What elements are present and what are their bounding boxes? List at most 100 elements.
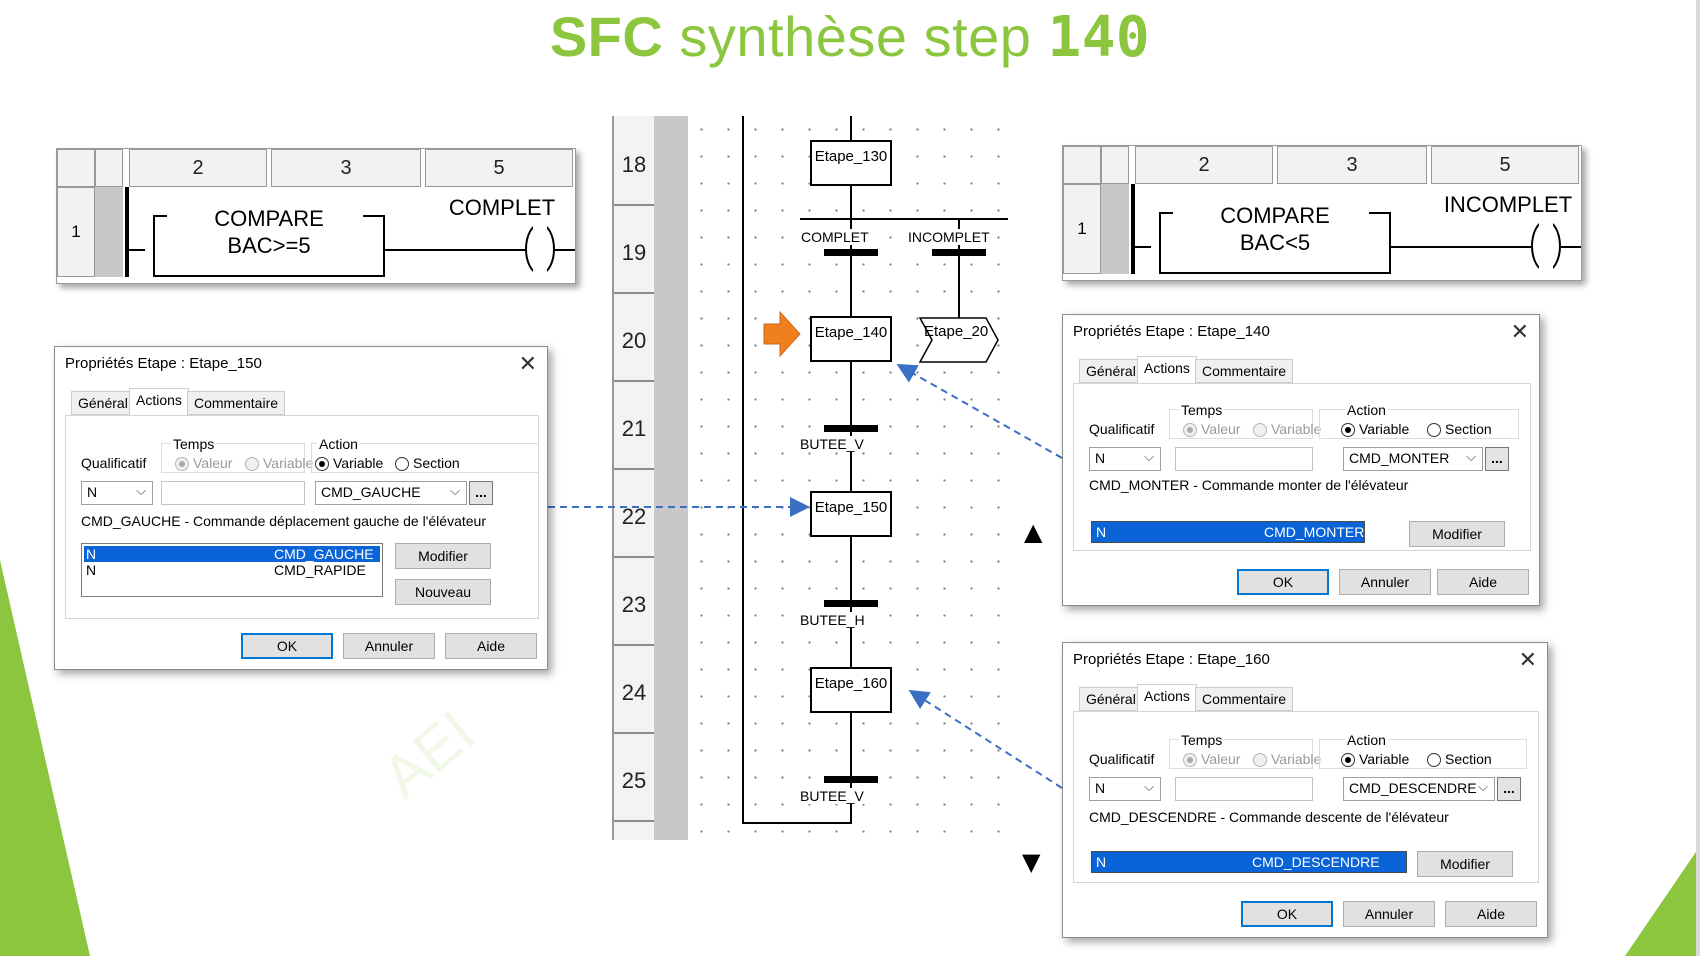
radio-action-variable[interactable]: [1341, 423, 1355, 437]
radio-valeur-label: Valeur: [193, 455, 233, 471]
tab-actions[interactable]: Actions: [1137, 684, 1197, 711]
sfc-step[interactable]: Etape_130: [810, 140, 892, 186]
ladder-column-header: 5: [425, 149, 573, 187]
tab-actions[interactable]: Actions: [1137, 356, 1197, 383]
list-item-qualifier: N: [86, 562, 97, 578]
tab-actions[interactable]: Actions: [129, 388, 189, 415]
list-item-variable: CMD_RAPIDE: [274, 562, 366, 578]
browse-button[interactable]: ...: [469, 481, 493, 505]
annuler-button[interactable]: Annuler: [1343, 901, 1435, 927]
action-description: CMD_DESCENDRE - Commande descente de l'é…: [1089, 809, 1449, 825]
sfc-transition-bar[interactable]: [932, 249, 986, 256]
radio-valeur-label: Valeur: [1201, 751, 1241, 767]
ladder-compare-incomplet: 2 3 5 1 COMPARE BAC<5 INCOMPLET: [1062, 145, 1582, 281]
radio-action-section[interactable]: [1427, 753, 1441, 767]
ladder-header-blank: [1101, 146, 1129, 184]
sfc-step[interactable]: Etape_160: [810, 667, 892, 713]
qualificatif-select[interactable]: N⌵: [81, 481, 153, 505]
tab-general[interactable]: Général: [1079, 687, 1143, 711]
compare-expression: BAC>=5: [227, 233, 311, 258]
chevron-down-icon: ⌵: [450, 483, 460, 498]
sfc-transition-bar[interactable]: [824, 776, 878, 783]
radio-temps-variable-label: Variable: [263, 455, 314, 471]
qualificatif-select[interactable]: N⌵: [1089, 777, 1161, 801]
qualificatif-select[interactable]: N⌵: [1089, 447, 1161, 471]
action-group: [1319, 409, 1519, 439]
annuler-button[interactable]: Annuler: [343, 633, 435, 659]
nouveau-button[interactable]: Nouveau: [395, 579, 491, 605]
temps-input[interactable]: [161, 481, 305, 505]
close-icon[interactable]: ✕: [518, 351, 537, 376]
radio-temps-variable[interactable]: [245, 457, 259, 471]
action-variable-select[interactable]: CMD_MONTER⌵: [1343, 447, 1483, 471]
selected-action-qualifier: N: [1096, 854, 1107, 870]
radio-valeur[interactable]: [1183, 423, 1197, 437]
radio-valeur[interactable]: [1183, 753, 1197, 767]
qualificatif-label: Qualificatif: [81, 455, 147, 471]
ladder-header-blank: [95, 149, 123, 187]
ladder-column-header: 5: [1431, 146, 1579, 184]
list-item[interactable]: N CMD_RAPIDE: [84, 562, 380, 578]
annuler-button[interactable]: Annuler: [1339, 569, 1431, 595]
sfc-transition-bar[interactable]: [824, 425, 878, 432]
ladder-gutter: [95, 187, 123, 277]
chevron-down-icon: ⌵: [1478, 779, 1488, 794]
compare-label-mask: [1173, 204, 1369, 220]
radio-temps-variable[interactable]: [1253, 753, 1267, 767]
browse-button[interactable]: ...: [1485, 447, 1509, 471]
tab-commentaire[interactable]: Commentaire: [1195, 687, 1294, 711]
action-variable-value: CMD_DESCENDRE: [1349, 780, 1477, 796]
radio-action-section-label: Section: [1445, 751, 1492, 767]
radio-action-variable[interactable]: [1341, 753, 1355, 767]
radio-action-section[interactable]: [1427, 423, 1441, 437]
sfc-step[interactable]: Etape_150: [810, 491, 892, 537]
action-variable-select[interactable]: CMD_GAUCHE⌵: [315, 481, 467, 505]
modifier-button[interactable]: Modifier: [1417, 851, 1513, 877]
ladder-row-number: 1: [57, 187, 95, 277]
sfc-transition-bar[interactable]: [824, 600, 878, 607]
aide-button[interactable]: Aide: [445, 633, 537, 659]
close-icon[interactable]: ✕: [1518, 647, 1537, 672]
radio-action-section[interactable]: [395, 457, 409, 471]
sfc-step-active[interactable]: Etape_140: [810, 316, 892, 362]
temps-label: Temps: [1179, 402, 1225, 418]
radio-temps-variable[interactable]: [1253, 423, 1267, 437]
sfc-jump-symbol[interactable]: [918, 316, 1000, 364]
aide-button[interactable]: Aide: [1437, 569, 1529, 595]
title-step-number: 140: [1047, 5, 1151, 70]
modifier-button[interactable]: Modifier: [1409, 521, 1505, 547]
browse-button[interactable]: ...: [1497, 777, 1521, 801]
ladder-column-header: 2: [129, 149, 267, 187]
sfc-transition-bar[interactable]: [824, 249, 878, 256]
action-variable-select[interactable]: CMD_DESCENDRE⌵: [1343, 777, 1495, 801]
close-icon[interactable]: ✕: [1510, 319, 1529, 344]
tab-commentaire[interactable]: Commentaire: [187, 391, 286, 415]
tab-commentaire[interactable]: Commentaire: [1195, 359, 1294, 383]
ok-button[interactable]: OK: [1237, 569, 1329, 595]
temps-input[interactable]: [1175, 777, 1313, 801]
modifier-button[interactable]: Modifier: [395, 543, 491, 569]
sfc-row-number: 25: [621, 768, 647, 793]
qualificatif-value: N: [87, 484, 98, 500]
chevron-down-icon: ⌵: [136, 483, 146, 498]
radio-action-variable[interactable]: [315, 457, 329, 471]
qualificatif-label: Qualificatif: [1089, 421, 1155, 437]
ladder-wire: [555, 249, 575, 251]
ruler-separator: [614, 468, 654, 470]
tab-general[interactable]: Général: [1079, 359, 1143, 383]
radio-valeur[interactable]: [175, 457, 189, 471]
ok-button[interactable]: OK: [1241, 901, 1333, 927]
aide-button[interactable]: Aide: [1445, 901, 1537, 927]
title-middle: synthèse step: [663, 5, 1048, 68]
ladder-wire: [385, 249, 525, 251]
temps-input[interactable]: [1175, 447, 1313, 471]
tab-general[interactable]: Général: [71, 391, 135, 415]
ok-button[interactable]: OK: [241, 633, 333, 659]
compare-expression: BAC<5: [1239, 230, 1311, 255]
